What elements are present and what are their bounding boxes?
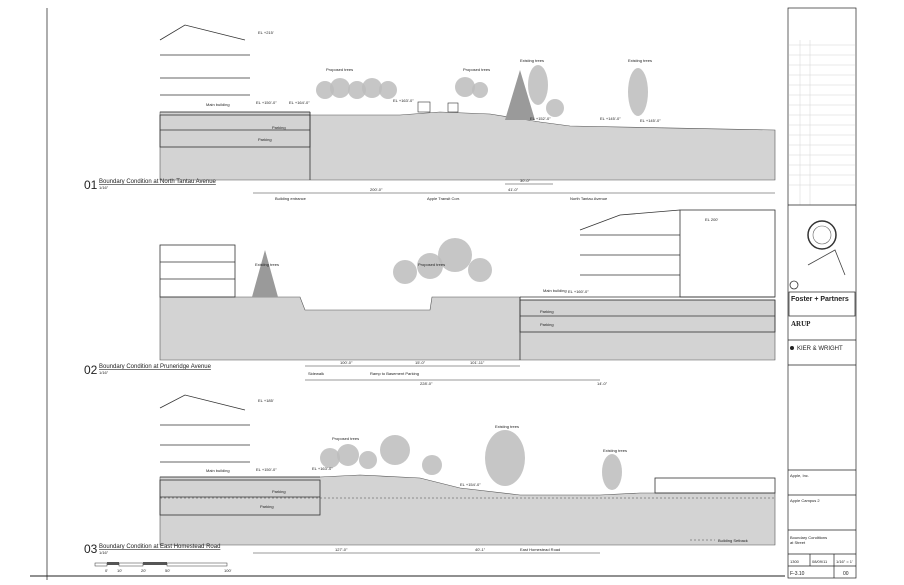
dimension-label: Apple Transit Corr. (427, 196, 460, 201)
dimension-label: Ramp to Basement Parking (370, 371, 419, 376)
label: Proposed trees (332, 436, 359, 441)
dimension-label: North Tantau Avenue (570, 196, 608, 201)
label: Proposed trees (326, 67, 353, 72)
building-section-02 (159, 209, 776, 360)
label: Existing trees (255, 262, 279, 267)
label: Parking (260, 504, 274, 509)
ground-section-03 (159, 474, 776, 546)
section-title: Boundary Condition at North Tantau Avenu… (99, 179, 217, 185)
title-block: Foster + Partners ARUP KIER & WRIGHT App… (787, 7, 857, 579)
label: Parking (540, 309, 554, 314)
section-number: 02 (84, 363, 98, 377)
label: Parking (272, 125, 286, 130)
existing-trees-section-01 (505, 65, 648, 120)
dimension: 30'-0" (520, 178, 531, 183)
revision: 00 (843, 571, 849, 577)
elevation: EL +145'-0" (640, 118, 661, 123)
engineer-logo: ARUP (791, 320, 811, 328)
label: Parking (258, 137, 272, 142)
elevation: EL +150'-0" (256, 467, 277, 472)
elevation: EL +160'-0" (568, 289, 589, 294)
civil-logo: KIER & WRIGHT (797, 346, 843, 352)
section-title: Boundary Condition at East Homestead Roa… (99, 544, 220, 550)
label: Existing trees (495, 424, 519, 429)
elevation: EL +154'-0" (460, 482, 481, 487)
label: Main building (206, 102, 230, 107)
label: Main building (543, 288, 567, 293)
dimension: 41'-0" (508, 187, 519, 192)
dimension-label: Building entrance (275, 196, 307, 201)
section-scale: 1/16" (99, 550, 109, 555)
section-number: 03 (84, 542, 98, 556)
label: Existing trees (520, 58, 544, 63)
section-number: 01 (84, 178, 98, 192)
section-scale: 1/16" (99, 370, 109, 375)
bus-icon (417, 101, 431, 113)
drawing-number: F-3.10 (790, 571, 805, 577)
project-number: 1300 (790, 559, 800, 564)
dimension: 15'-0" (415, 360, 426, 365)
architect-logo: Foster + Partners (791, 296, 849, 303)
section-title: Boundary Condition at Pruneridge Avenue (99, 364, 212, 370)
bus-icon (447, 102, 459, 113)
scale-tick: 50' (165, 568, 170, 573)
dimension: 127'-0" (335, 547, 348, 552)
dimension-label: Sidewalk (308, 371, 324, 376)
elevation: EL +152'-0" (530, 116, 551, 121)
label: Existing trees (628, 58, 652, 63)
section-01: Proposed trees Proposed trees Existing t… (84, 24, 776, 201)
drawing-date: 08/09/11 (812, 559, 828, 564)
label: Parking (540, 322, 554, 327)
client-name: Apple, Inc. (790, 473, 809, 478)
dimension: 40'-1" (475, 547, 486, 552)
label: Proposed trees (418, 262, 445, 267)
section-03: Proposed trees Existing trees Existing t… (84, 394, 776, 556)
trees-section-02 (252, 238, 492, 297)
site-key-plan (789, 220, 846, 290)
drawing-scale: 1/16" = 1' (836, 559, 853, 564)
north-arrow-icon (789, 280, 799, 290)
legend-label: Building Setback (718, 538, 748, 543)
building-section-03 (159, 394, 776, 516)
elevation: EL +163'-0" (312, 466, 333, 471)
label: Existing trees (603, 448, 627, 453)
dimension: 14'-0" (597, 381, 608, 386)
elevation: EL +145'-0" (600, 116, 621, 121)
label: Main building (206, 468, 230, 473)
kier-wright-mark-icon (790, 346, 794, 350)
label: Parking (272, 489, 286, 494)
scale-tick: 20' (141, 568, 146, 573)
dimension-label: East Homestead Road (520, 547, 560, 552)
ground-section-02 (159, 296, 776, 361)
scale-tick: 100' (224, 568, 232, 573)
elevation: EL +150'-0" (256, 100, 277, 105)
section-02: Existing trees Proposed trees Main build… (84, 209, 776, 386)
drawing-title: Boundary Conditions (790, 535, 827, 540)
drawing-title: at Street (790, 540, 806, 545)
scale-tick: 0' (105, 568, 108, 573)
elevation: EL +163'-0" (393, 98, 414, 103)
elevation: EL +164'-0" (289, 100, 310, 105)
scale-bar: 0' 10' 20' 50' 100' (94, 562, 232, 573)
section-scale: 1/16" (99, 185, 109, 190)
dimension: 100'-0" (340, 360, 353, 365)
building-section-01 (159, 24, 311, 180)
proposed-trees-section-01 (316, 77, 488, 99)
trees-section-03 (320, 430, 622, 490)
elevation: EL +185' (258, 398, 274, 403)
dimension: 101'-11" (470, 360, 485, 365)
elevation: EL +215' (258, 30, 274, 35)
ground-section-01 (159, 111, 776, 181)
label: Proposed trees (463, 67, 490, 72)
project-name: Apple Campus 2 (790, 498, 820, 503)
elevation: EL 200' (705, 217, 719, 222)
dimension: 228'-0" (420, 381, 433, 386)
scale-tick: 10' (117, 568, 122, 573)
dimension: 200'-0" (370, 187, 383, 192)
